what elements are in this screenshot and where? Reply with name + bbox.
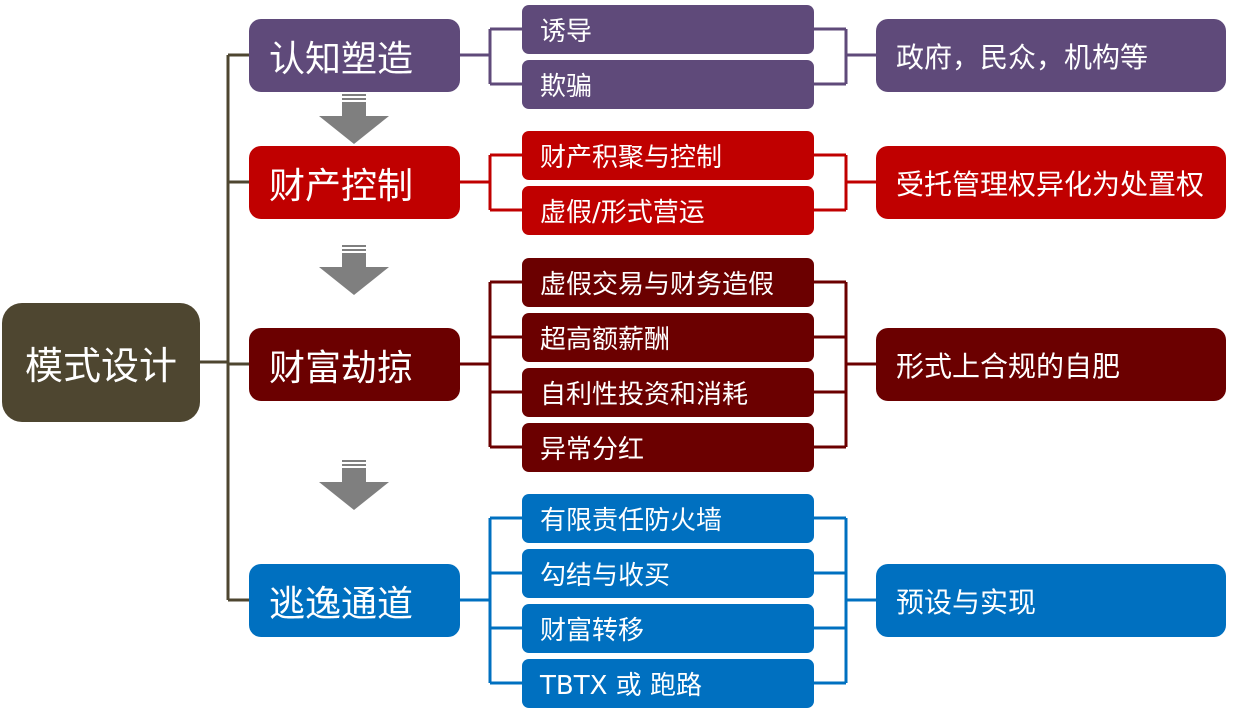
leaf-item: 虚假交易与财务造假 xyxy=(522,258,814,307)
result-label: 形式上合规的自肥 xyxy=(896,349,1121,383)
result-label: 预设与实现 xyxy=(896,585,1037,619)
category-label: 财产控制 xyxy=(269,165,414,207)
leaf-label: 财产积聚与控制 xyxy=(540,143,723,173)
result-box-plunder: 形式上合规的自肥 xyxy=(876,328,1226,401)
leaf-label: TBTX 或 跑路 xyxy=(540,671,702,701)
category-label: 逃逸通道 xyxy=(269,583,414,625)
leaf-item: 有限责任防火墙 xyxy=(522,494,814,543)
leaf-label: 异常分红 xyxy=(540,435,645,465)
root-node-mode-design: 模式设计 xyxy=(2,303,200,422)
result-box-cognition: 政府，民众，机构等 xyxy=(876,19,1226,92)
leaf-item: 勾结与收买 xyxy=(522,549,814,598)
leaf-item: 欺骗 xyxy=(522,60,814,109)
result-label: 政府，民众，机构等 xyxy=(896,40,1149,74)
leaf-label: 虚假交易与财务造假 xyxy=(540,270,775,300)
category-property-control: 财产控制 xyxy=(249,146,460,219)
down-arrow-icon xyxy=(319,94,389,144)
leaf-item: TBTX 或 跑路 xyxy=(522,659,814,708)
leaf-label: 有限责任防火墙 xyxy=(540,506,723,536)
leaf-item: 财富转移 xyxy=(522,604,814,653)
leaf-label: 欺骗 xyxy=(540,72,593,102)
category-label: 财富劫掠 xyxy=(269,347,414,389)
category-cognition-shaping: 认知塑造 xyxy=(249,19,460,92)
leaf-label: 超高额薪酬 xyxy=(540,325,671,355)
leaf-item: 虚假/形式营运 xyxy=(522,186,814,235)
leaf-item: 财产积聚与控制 xyxy=(522,131,814,180)
down-arrow-icon xyxy=(319,245,389,295)
leaf-item: 超高额薪酬 xyxy=(522,313,814,362)
category-escape-channel: 逃逸通道 xyxy=(249,564,460,637)
result-box-escape: 预设与实现 xyxy=(876,564,1226,637)
leaf-item: 自利性投资和消耗 xyxy=(522,368,814,417)
leaf-label: 虚假/形式营运 xyxy=(540,198,705,228)
leaf-label: 财富转移 xyxy=(540,616,645,646)
category-label: 认知塑造 xyxy=(269,38,414,80)
leaf-item: 异常分红 xyxy=(522,423,814,472)
category-wealth-plunder: 财富劫掠 xyxy=(249,328,460,401)
leaf-label: 自利性投资和消耗 xyxy=(540,380,749,410)
leaf-label: 勾结与收买 xyxy=(540,561,671,591)
result-box-property: 受托管理权异化为处置权 xyxy=(876,146,1226,219)
root-node-label: 模式设计 xyxy=(24,344,177,388)
result-label: 受托管理权异化为处置权 xyxy=(896,167,1205,201)
leaf-label: 诱导 xyxy=(540,17,593,47)
down-arrow-icon xyxy=(319,460,389,510)
leaf-item: 诱导 xyxy=(522,5,814,54)
